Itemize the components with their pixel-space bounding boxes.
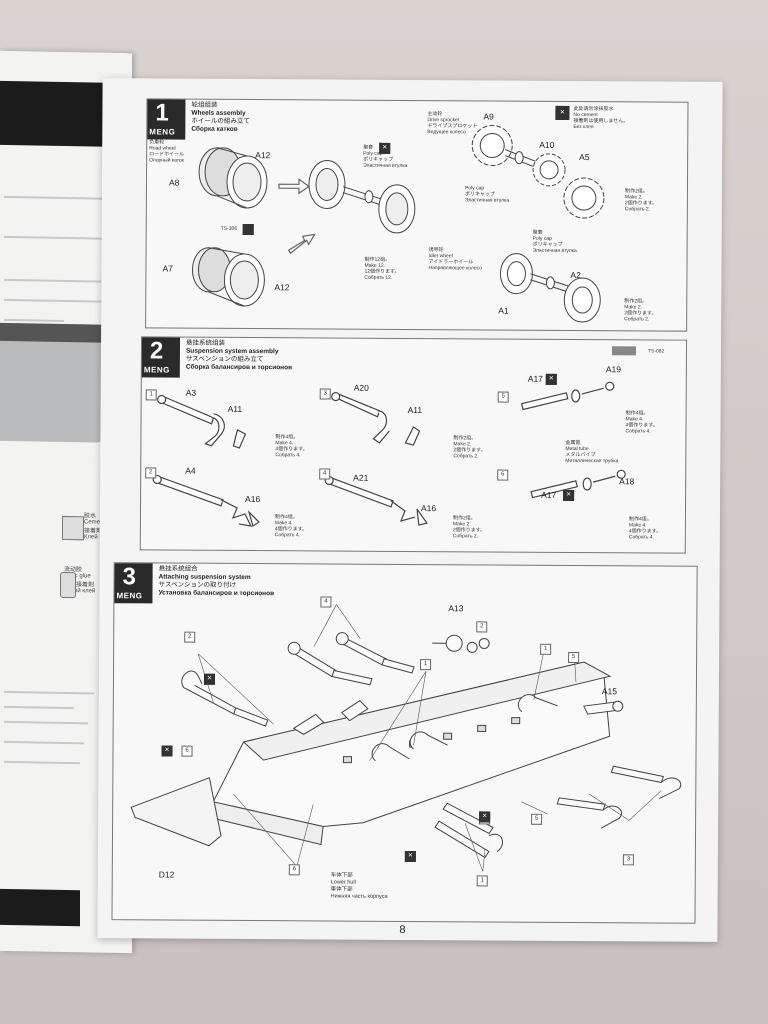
no-cement-icon: ✕ [563, 489, 575, 502]
part-label: A19 [605, 364, 622, 375]
text-line [4, 760, 80, 765]
part-label: A12 [274, 282, 290, 293]
part-label: A3 [185, 387, 197, 398]
sub-step-tag: 1 [476, 875, 488, 887]
no-cement-icon: ✕ [479, 811, 491, 823]
no-cement-icon: ✕ [161, 745, 173, 757]
part-label: A16 [245, 493, 261, 505]
sub-step-tag: 6 [181, 745, 193, 757]
sub-step-tag: 3 [622, 854, 634, 866]
part-label: A7 [162, 263, 173, 274]
part-label: A20 [353, 382, 369, 393]
part-label: A16 [420, 503, 437, 514]
part-label: A11 [227, 403, 243, 414]
make2-note: 制作2组。Make 2. 2個作ります。Собрать 2. [453, 435, 486, 460]
step3-diagram [130, 604, 682, 872]
left-page-note-panel [0, 322, 106, 443]
text-line [4, 318, 64, 322]
part-label: A1 [498, 305, 509, 316]
part-label: A21 [353, 472, 369, 483]
sub-step-tag: 1 [145, 389, 157, 401]
make12-note: 制作12组。Make 12. 12個作ります。Собрать 12. [364, 256, 400, 281]
sub-step-tag: 3 [319, 388, 331, 400]
sub-step-tag: 6 [288, 864, 300, 876]
step2-panel: 2 MENG 悬挂系统组装 Suspension system assembly… [139, 336, 688, 554]
text-line [4, 705, 74, 710]
make2-note: 制作2组。Make 2. 2個作ります。Собрать 2. [452, 515, 486, 540]
no-cement-icon: ✕ [379, 142, 391, 154]
make4-note: 制作4组。Make 4. 4個作ります。Собрать 4. [628, 516, 662, 541]
part-label: A11 [407, 404, 423, 416]
part-label: A18 [619, 476, 635, 487]
part-label: A12 [255, 150, 271, 161]
part-label: A17 [527, 373, 543, 384]
make2-note: 制作2组。Make 2. 2個作ります。Собрать 2. [624, 188, 658, 213]
make2-note: 制作2组。Make 2. 2個作ります。Собрать 2. [624, 298, 657, 323]
part-label: A13 [448, 603, 464, 614]
make4-note: 制作4组。Make 4. 4個作ります。Собрать 4. [275, 434, 308, 459]
no-cement-icon: ✕ [545, 373, 557, 385]
part-label: A2 [570, 269, 581, 281]
cement-bottle-icon [62, 515, 84, 541]
no-cement-icon: ✕ [203, 673, 215, 685]
sub-step-tag: 6 [497, 469, 509, 481]
sub-step-tag: 2 [476, 621, 488, 633]
text-line [4, 740, 84, 745]
step2-diagram [152, 381, 626, 527]
sub-step-tag: 4 [319, 468, 331, 480]
part-label: A5 [579, 152, 590, 163]
part-label: A9 [483, 111, 494, 122]
page-number: 8 [399, 923, 406, 936]
text-line [4, 195, 114, 200]
no-cement-icon: ✕ [404, 850, 416, 863]
step1-panel: 1 MENG 轮组组装 Wheels assembly ホイールの組み立て Сб… [145, 98, 689, 332]
text-line [4, 720, 88, 725]
step1-diagram [191, 124, 605, 323]
step3-panel: 3 MENG 悬挂系统组合 Attaching suspension syste… [111, 562, 698, 924]
sub-step-tag: 1 [420, 659, 432, 671]
part-label: A4 [185, 465, 196, 476]
sub-step-tag: 5 [531, 813, 543, 825]
part-label: D12 [158, 869, 175, 880]
paint-icon [242, 223, 254, 236]
make4-note: 制作4组。Make 4. 4個作ります。Собрать 4. [274, 514, 308, 539]
text-line [4, 690, 94, 695]
sub-step-tag: 5 [568, 651, 580, 664]
sub-step-tag: 2 [184, 631, 196, 643]
part-label: A10 [539, 139, 555, 150]
part-label: A15 [601, 686, 618, 697]
sub-step-tag: 4 [320, 596, 332, 608]
instruction-page: 1 MENG 轮组组装 Wheels assembly ホイールの組み立て Сб… [97, 78, 723, 942]
part-label: A8 [168, 177, 180, 188]
color-code: TS-306 [220, 225, 238, 232]
part-label: A17 [541, 489, 557, 500]
sub-step-tag: 1 [540, 643, 552, 655]
text-line [4, 278, 104, 283]
left-page-footer-bar [0, 888, 80, 927]
sub-step-tag: 5 [497, 391, 509, 403]
make4-note: 制作4组。Make 4. 4個作ります。Собрать 4. [625, 410, 658, 435]
text-line [4, 298, 116, 303]
glue-bottle-icon [60, 571, 76, 599]
no-cement-icon: ✕ [555, 105, 570, 120]
sub-step-tag: 2 [145, 467, 157, 479]
